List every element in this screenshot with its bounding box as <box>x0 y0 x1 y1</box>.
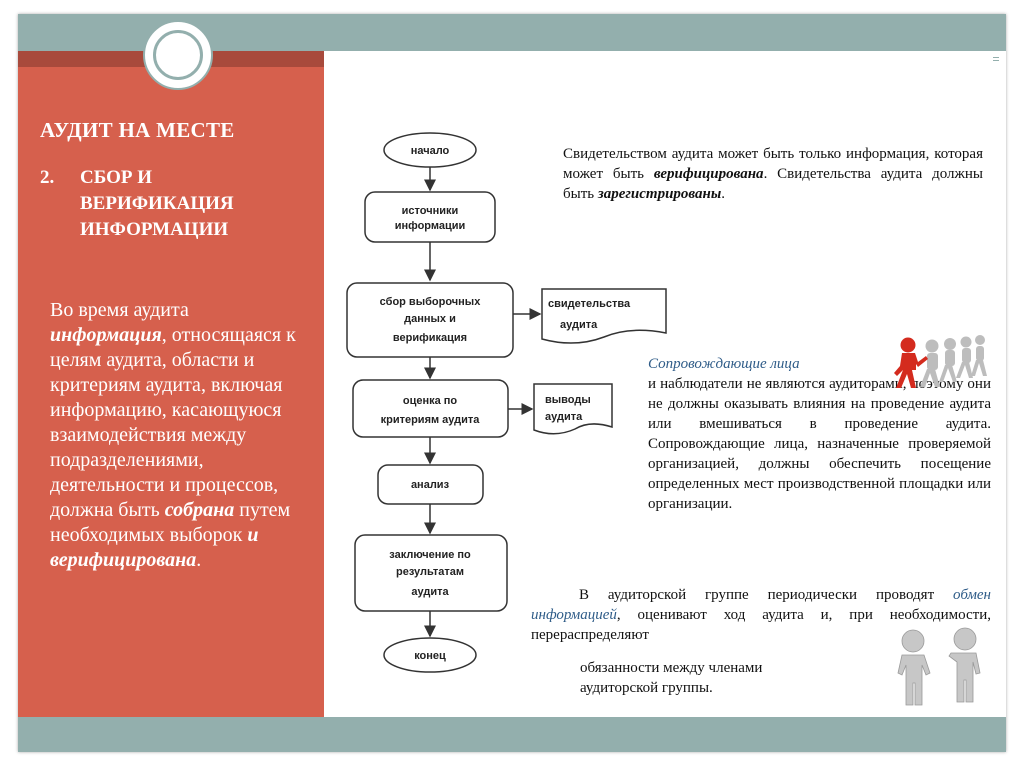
escorts-text: и наблюдатели не являются аудиторами, по… <box>648 376 991 512</box>
slide-subtitle: 2. СБОР И ВЕРИФИКАЦИЯ ИНФОРМАЦИИ <box>40 165 300 243</box>
flow-end-node <box>383 637 477 673</box>
evidence-emph-verified: верифицирована <box>653 166 764 182</box>
exchange-paragraph: В аудиторской группе периодически провод… <box>531 585 991 645</box>
escorts-heading: Сопровождающие лица <box>648 356 800 372</box>
flow-evaluate-node <box>352 379 509 438</box>
evidence-emph-registered: зарегистрированы <box>597 186 722 202</box>
flow-findings-label-2: аудита <box>545 411 583 423</box>
flow-evidence-label-1: свидетельства <box>548 298 631 310</box>
subtitle-line-2: ВЕРИФИКАЦИЯ <box>80 193 234 214</box>
flow-evaluate-label-1: оценка по <box>403 395 458 407</box>
left-body-emph-information: информация <box>50 324 162 346</box>
exchange-text-e: аудиторской группы. <box>580 680 713 696</box>
flow-findings-label-1: выводы <box>545 394 591 406</box>
exchange-emph: обмен информацией <box>531 587 991 623</box>
flow-analysis-label: анализ <box>411 479 450 491</box>
subtitle-number: 2. <box>40 167 55 188</box>
red-leader-figure <box>894 337 928 388</box>
exchange-text-c: , оценивают ход аудита и, при необходимо… <box>531 607 991 643</box>
left-body-t5: путем необходимых выборок <box>50 499 291 546</box>
left-body-t2-tail: , <box>161 324 167 346</box>
exchange-continued: обязанности между членами аудиторской гру… <box>580 658 840 698</box>
left-body-t1: Во время аудита <box>50 299 189 321</box>
flow-evaluate-label-2: критериям аудита <box>381 414 481 426</box>
flow-sources-node <box>364 191 496 243</box>
flow-collect-label-3: верификация <box>393 332 467 344</box>
left-body-emph-collected: собрана <box>164 499 235 521</box>
slide-title: АУДИТ НА МЕСТЕ <box>40 118 235 142</box>
decorative-circle-icon <box>143 20 213 90</box>
flow-sources-label-2: информации <box>395 220 466 232</box>
flow-conclusion-label-3: аудита <box>411 586 449 598</box>
corner-dash <box>993 57 999 58</box>
evidence-paragraph: Свидетельством аудита может быть только … <box>563 144 983 204</box>
flow-findings-node <box>533 383 613 435</box>
left-body-t7: . <box>196 549 202 571</box>
flow-conclusion-label-1: заключение по <box>389 549 471 561</box>
subtitle-line-1: СБОР И <box>80 167 153 188</box>
decorative-circle-inner <box>153 30 203 80</box>
evidence-text-a: Свидетельством аудита может быть только … <box>563 146 983 182</box>
exchange-text-d: обязанности между членами <box>580 660 763 676</box>
talking-people-icon <box>897 627 981 706</box>
flow-conclusion-label-2: результатам <box>396 566 464 578</box>
escorts-paragraph: Сопровождающие лица и наблюдатели не явля… <box>648 354 991 514</box>
running-people-icon <box>894 335 987 388</box>
left-body-text: Во время аудита информация, относящаяся … <box>50 298 300 573</box>
flow-sources-label-1: источники <box>402 205 459 217</box>
left-body-emph-verified: и верифицирована <box>50 524 259 571</box>
exchange-text-a: В аудиторской группе периодически провод… <box>579 587 954 603</box>
flow-end-label: конец <box>414 650 446 662</box>
flow-conclusion-node <box>354 534 508 612</box>
flow-evidence-label-2: аудита <box>560 319 598 331</box>
flow-collect-label-2: данных и <box>404 313 456 325</box>
side-panel <box>18 51 324 717</box>
evidence-text-e: . <box>721 186 726 202</box>
flow-evidence-node <box>541 288 667 344</box>
evidence-text-c: . Свидетельства аудита должны быть <box>563 166 984 202</box>
left-body-t3: относящаяся к целям аудита, области и кр… <box>50 324 296 521</box>
bottom-bar <box>18 717 1006 752</box>
flow-start-label: начало <box>411 145 450 157</box>
flow-collect-label-1: сбор выборочных <box>380 296 482 308</box>
corner-dash <box>993 60 999 61</box>
subtitle-line-3: ИНФОРМАЦИИ <box>80 219 229 240</box>
